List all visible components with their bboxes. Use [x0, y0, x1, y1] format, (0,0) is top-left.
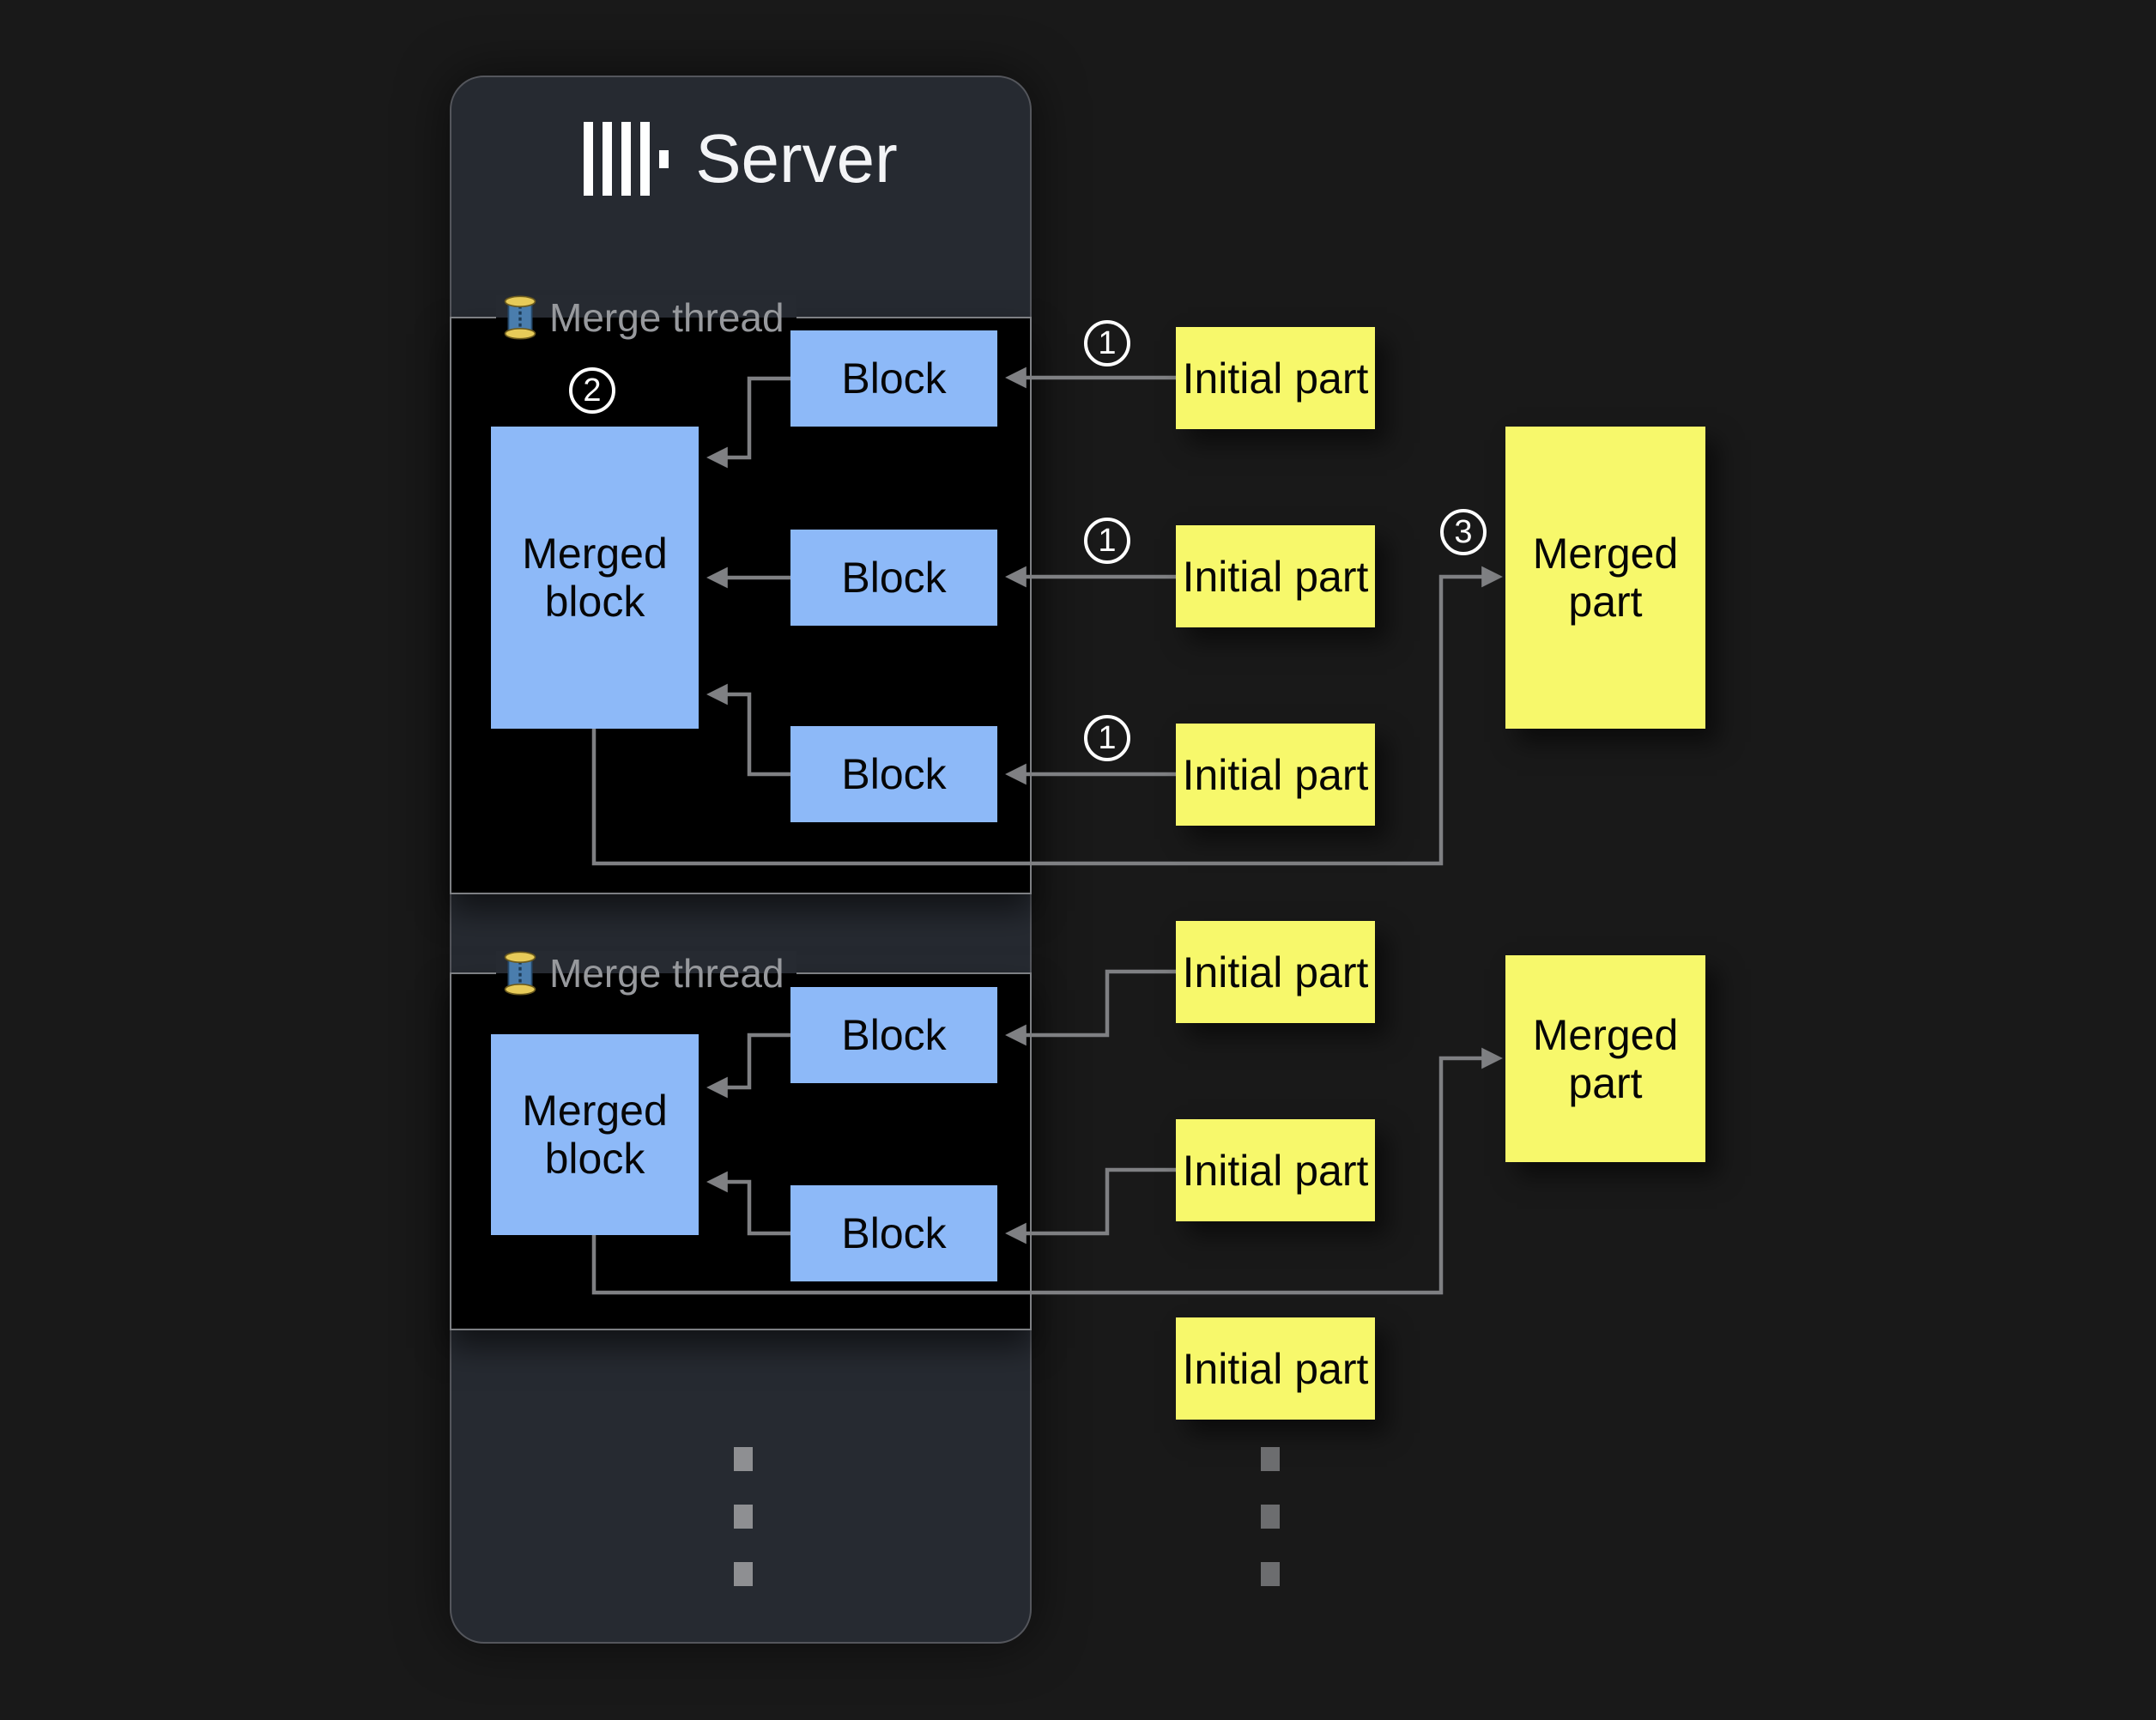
initial-part-2: Initial part: [1176, 525, 1375, 627]
initial-part-4: Initial part: [1176, 921, 1375, 1023]
merge-thread-label-2: Merge thread: [496, 951, 796, 996]
parts-ellipsis-dot: [1261, 1447, 1280, 1471]
merged-block-2: Merged block: [491, 1034, 699, 1235]
block-2-1: Block: [790, 987, 997, 1083]
arrow-initial5-to-block2: [1005, 1167, 1176, 1245]
block-1-3: Block: [790, 726, 997, 822]
initial-part-3: Initial part: [1176, 724, 1375, 826]
merge-thread-label-text: Merge thread: [549, 295, 784, 340]
step-badge-insert-1: 1: [1084, 320, 1130, 366]
merge-thread-label-1: Merge thread: [496, 295, 796, 340]
step-badge-result: 3: [1440, 509, 1487, 555]
step-badge-insert-2: 1: [1084, 518, 1130, 564]
merged-block-1: Merged block: [491, 427, 699, 729]
merged-part-2: Merged part: [1505, 955, 1705, 1162]
step-badge-merge: 2: [569, 367, 615, 414]
block-1-2: Block: [790, 530, 997, 626]
merge-thread-box-1: Merge thread 2 Merged block Block Block …: [450, 295, 1032, 894]
server-title: Server: [451, 120, 1030, 197]
server-panel: Server Merge thread 2 Merged block Block…: [450, 76, 1032, 1644]
merge-thread-box-2: Merge thread Merged block Block Block: [450, 951, 1032, 1330]
block-2-2: Block: [790, 1185, 997, 1281]
parts-ellipsis-dot: [1261, 1562, 1280, 1586]
server-ellipsis-dot: [734, 1562, 753, 1586]
thread-spool-icon: [504, 951, 536, 996]
clickhouse-logo-icon: [584, 122, 669, 196]
thread-spool-icon: [504, 295, 536, 340]
initial-part-1: Initial part: [1176, 327, 1375, 429]
arrow-initial4-to-block1: [1005, 969, 1176, 1046]
step-badge-insert-3: 1: [1084, 715, 1130, 761]
merge-thread-label-text: Merge thread: [549, 951, 784, 996]
merged-part-1: Merged part: [1505, 427, 1705, 729]
initial-part-6: Initial part: [1176, 1317, 1375, 1420]
initial-part-5: Initial part: [1176, 1119, 1375, 1221]
server-ellipsis-dot: [734, 1505, 753, 1529]
block-1-1: Block: [790, 330, 997, 427]
server-title-label: Server: [695, 120, 898, 197]
parts-ellipsis-dot: [1261, 1505, 1280, 1529]
server-ellipsis-dot: [734, 1447, 753, 1471]
